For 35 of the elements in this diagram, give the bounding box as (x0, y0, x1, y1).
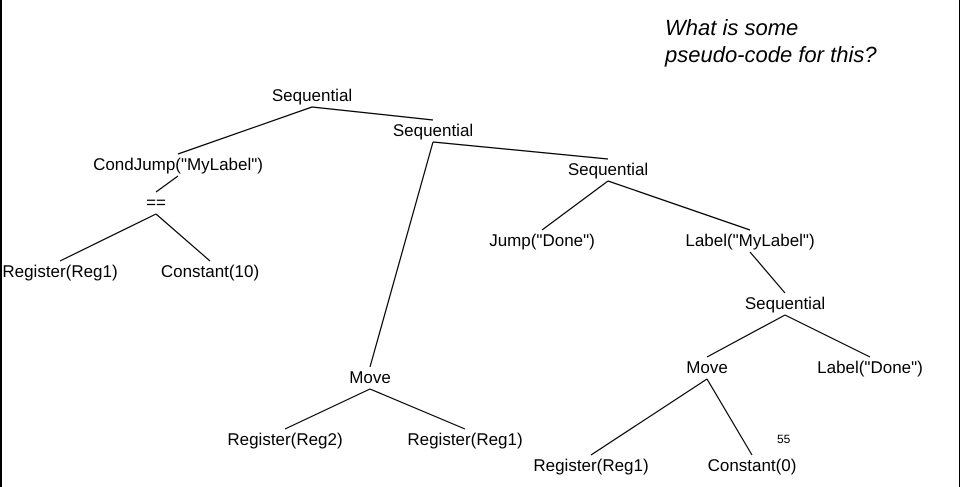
tree-node-label: Label("Done") (817, 358, 923, 378)
tree-line (60, 213, 156, 262)
tree-line (312, 106, 434, 121)
tree-node-label: == (146, 193, 166, 213)
tree-node-label: Sequential (744, 294, 826, 314)
tree-node-label: Move (686, 358, 728, 378)
tree-node-label: Constant(10) (160, 262, 260, 282)
tree-node-label: Constant(0) (708, 456, 796, 476)
tree-node-label: Register(Reg2) (227, 430, 343, 450)
tree-line (590, 378, 708, 456)
tree-node-label: Move (349, 368, 391, 388)
tree-node-label: Register(Reg1) (2, 262, 118, 282)
tree-line (178, 106, 312, 155)
tree-line (284, 388, 370, 430)
tree-line (706, 314, 786, 358)
tree-line (784, 314, 870, 358)
tree-node-label: Register(Reg1) (407, 430, 523, 450)
tree-node-label: Register(Reg1) (533, 456, 649, 476)
tree-line (370, 388, 466, 430)
tree-line (750, 252, 786, 294)
tree-node-label: Label("MyLabel") (685, 231, 815, 251)
page-number: 55 (777, 432, 790, 446)
tree-line (608, 180, 750, 231)
tree-line (156, 214, 210, 262)
tree-line (156, 176, 178, 192)
tree-node-label: Sequential (392, 121, 474, 141)
tree-node-label: CondJump("MyLabel") (93, 155, 263, 175)
tree-node-label: Jump("Done") (489, 231, 595, 251)
tree-node-label: Sequential (568, 160, 648, 180)
tree-line (542, 180, 608, 230)
tree-node-label: Sequential (272, 86, 352, 106)
tree-line (432, 141, 608, 160)
tree-line (369, 142, 434, 368)
tree-line (706, 378, 753, 456)
question-text: What is some pseudo-code for this? (665, 14, 878, 68)
